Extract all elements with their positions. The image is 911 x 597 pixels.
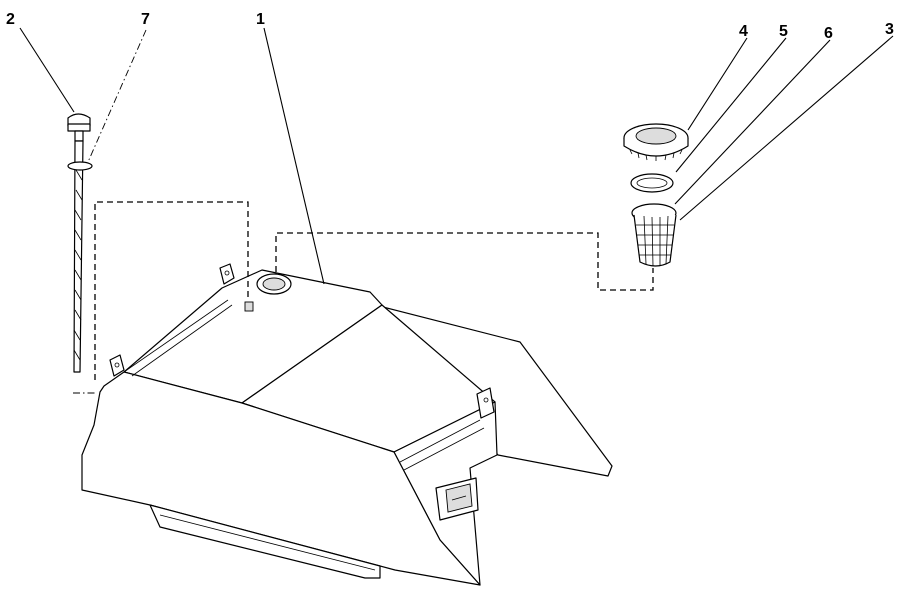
callout-labels: 2 7 1 4 5 6 3 bbox=[6, 11, 894, 42]
callout-2: 2 bbox=[6, 11, 15, 28]
callout-7: 7 bbox=[141, 11, 150, 28]
dipstick-assembly bbox=[67, 113, 93, 373]
callout-6: 6 bbox=[824, 25, 833, 42]
callout-3: 3 bbox=[885, 21, 894, 38]
connection-lines bbox=[73, 201, 654, 394]
fuel-tank bbox=[81, 263, 613, 586]
filler-cap-assembly bbox=[623, 123, 689, 267]
callout-4: 4 bbox=[739, 23, 748, 40]
callout-5: 5 bbox=[779, 23, 788, 40]
callout-1: 1 bbox=[256, 11, 265, 28]
leader-lines bbox=[19, 27, 894, 285]
